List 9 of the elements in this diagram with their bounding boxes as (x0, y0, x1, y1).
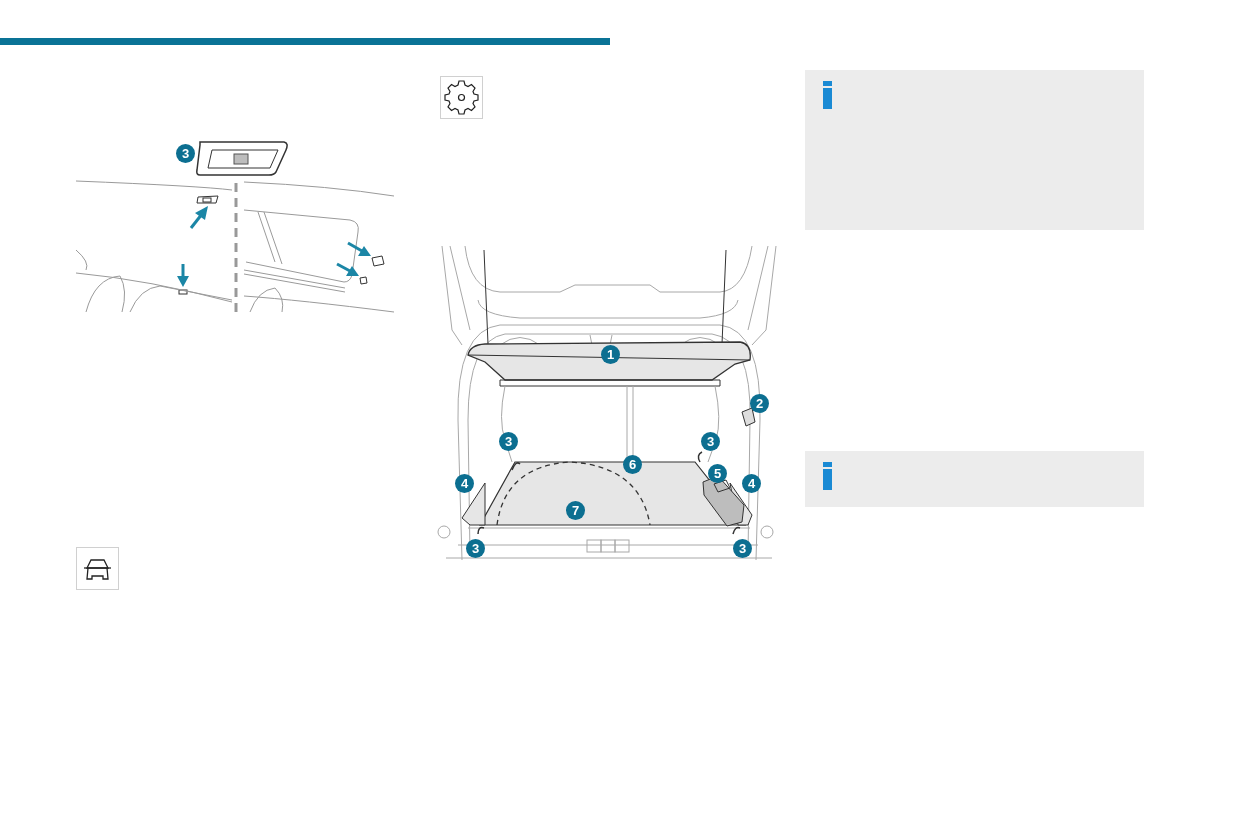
callout-number: 4 (455, 474, 474, 493)
callout-number: 3 (176, 144, 195, 163)
callout-number: 3 (701, 432, 720, 451)
callout-number: 2 (750, 394, 769, 413)
callout-number: 3 (733, 539, 752, 558)
callout-number: 3 (466, 539, 485, 558)
callout-number: 5 (708, 464, 727, 483)
callout-number: 4 (742, 474, 761, 493)
callout-number: 3 (499, 432, 518, 451)
